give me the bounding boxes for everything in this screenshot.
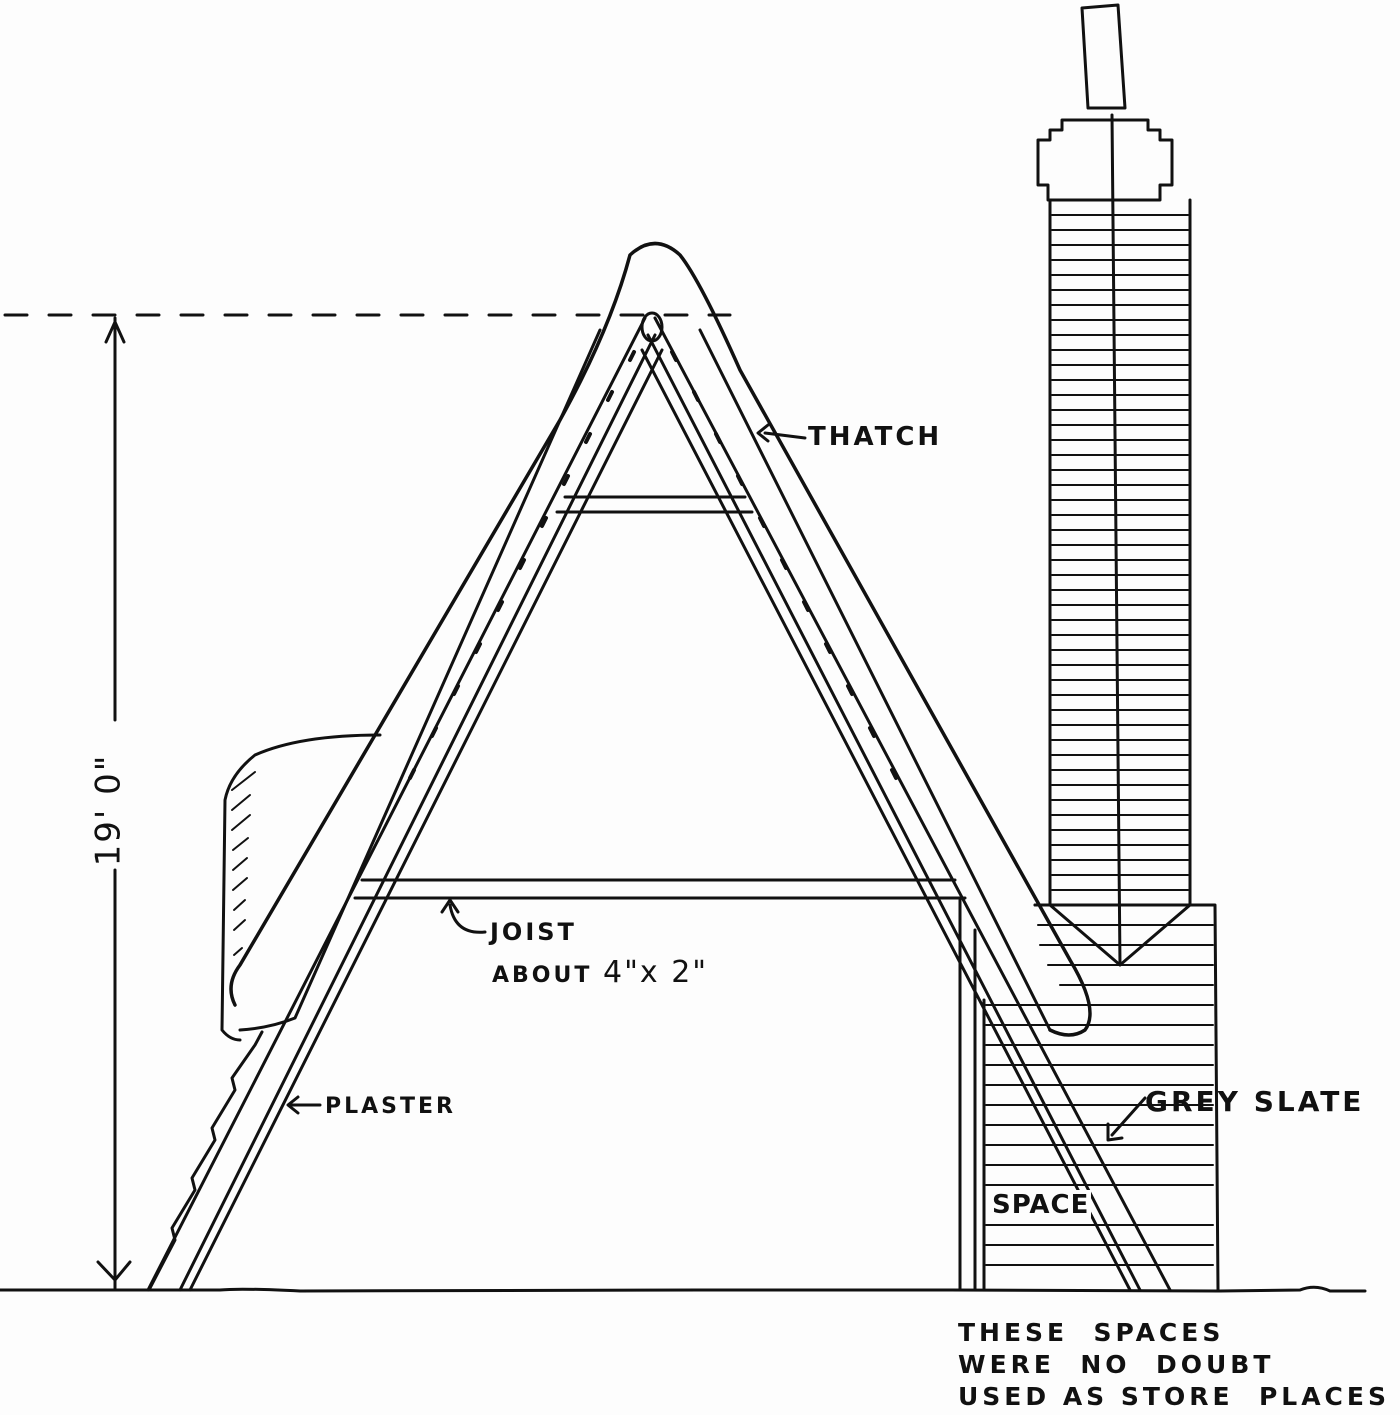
joist-size-dimension: 4"x 2" — [603, 955, 709, 990]
note-line-2: WERE NO DOUBT — [958, 1350, 1275, 1379]
joist-size-label: ABOUT 4"x 2" — [492, 955, 708, 990]
height-dimension-line — [96, 316, 132, 1290]
ground-line — [0, 1285, 1367, 1293]
left-rafter — [146, 316, 664, 1292]
joist-label: JOIST — [490, 918, 577, 946]
joist — [353, 878, 967, 900]
grey-slate-label: GREY SLATE — [1145, 1085, 1365, 1118]
slate-leader-arrow — [1106, 1096, 1147, 1142]
joist-leader-arrow — [440, 898, 487, 934]
plaster-stepped-edge — [148, 1030, 264, 1290]
ridge-piece — [640, 311, 664, 343]
chimney-brick-courses — [985, 214, 1214, 1266]
thatch-label: THATCH — [808, 422, 943, 452]
upper-collar-tie — [555, 495, 754, 514]
note-line-1: THESE SPACES — [958, 1318, 1225, 1347]
note-line-3: USED AS STORE PLACES — [958, 1382, 1390, 1411]
rafter-battens — [408, 350, 898, 780]
thatch-eaves-bulge — [220, 733, 382, 1042]
thatch-leader-arrow — [756, 423, 807, 443]
leader-arrows — [286, 423, 1147, 1142]
plaster-label: PLASTER — [325, 1094, 456, 1119]
plaster-leader-arrow — [286, 1095, 322, 1115]
space-label: SPACE — [990, 1190, 1092, 1220]
chimney — [958, 3, 1220, 1292]
height-dimension-label: 19' 0" — [88, 753, 129, 867]
thatch-hatching — [231, 771, 256, 956]
joist-size-prefix: ABOUT — [492, 963, 604, 988]
